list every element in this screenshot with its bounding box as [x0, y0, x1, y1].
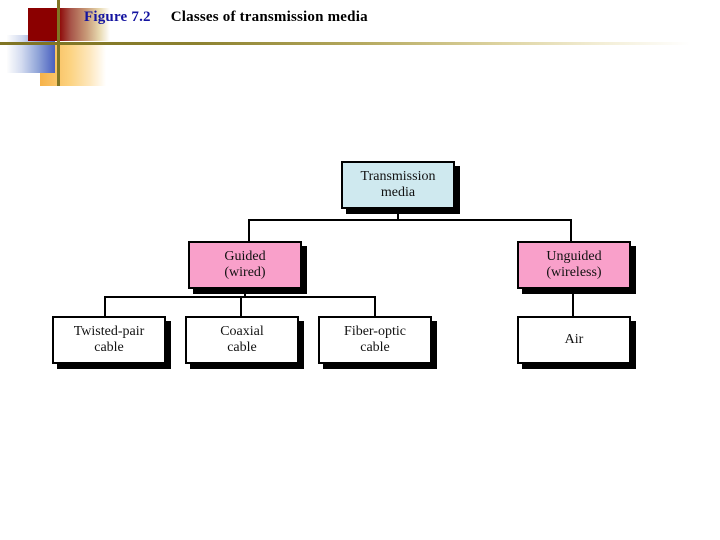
- connector-drop-coaxial: [240, 296, 242, 317]
- node-coaxial-cable: Coaxial cable: [185, 316, 299, 364]
- connector-root-stem: [397, 209, 399, 221]
- node-fiber-optic-cable: Fiber-optic cable: [318, 316, 432, 364]
- node-air: Air: [517, 316, 631, 364]
- node-transmission-media-label: Transmission media: [360, 169, 436, 200]
- node-guided-wired: Guided (wired): [188, 241, 302, 289]
- figure-title: Figure 7.2 Classes of transmission media: [84, 9, 368, 26]
- connector-drop-twisted-pair: [104, 296, 106, 317]
- node-transmission-media: Transmission media: [341, 161, 455, 209]
- node-guided-wired-label: Guided (wired): [224, 249, 266, 280]
- connector-drop-air: [572, 289, 574, 317]
- connector-level2-bus: [248, 219, 572, 221]
- figure-caption: Classes of transmission media: [170, 9, 368, 25]
- figure-number: Figure 7.2: [84, 9, 151, 25]
- connector-drop-guided: [248, 219, 250, 242]
- connector-drop-fiber-optic: [374, 296, 376, 317]
- node-fiber-optic-cable-label: Fiber-optic cable: [344, 324, 406, 355]
- node-air-label: Air: [564, 332, 584, 348]
- connector-drop-unguided: [570, 219, 572, 242]
- node-coaxial-cable-label: Coaxial cable: [220, 324, 264, 355]
- connector-guided-stem: [244, 289, 246, 298]
- node-unguided-wireless: Unguided (wireless): [517, 241, 631, 289]
- node-twisted-pair-cable: Twisted-pair cable: [52, 316, 166, 364]
- node-unguided-wireless-label: Unguided (wireless): [546, 249, 602, 280]
- node-twisted-pair-cable-label: Twisted-pair cable: [73, 324, 145, 355]
- title-underline-rule: [58, 42, 690, 45]
